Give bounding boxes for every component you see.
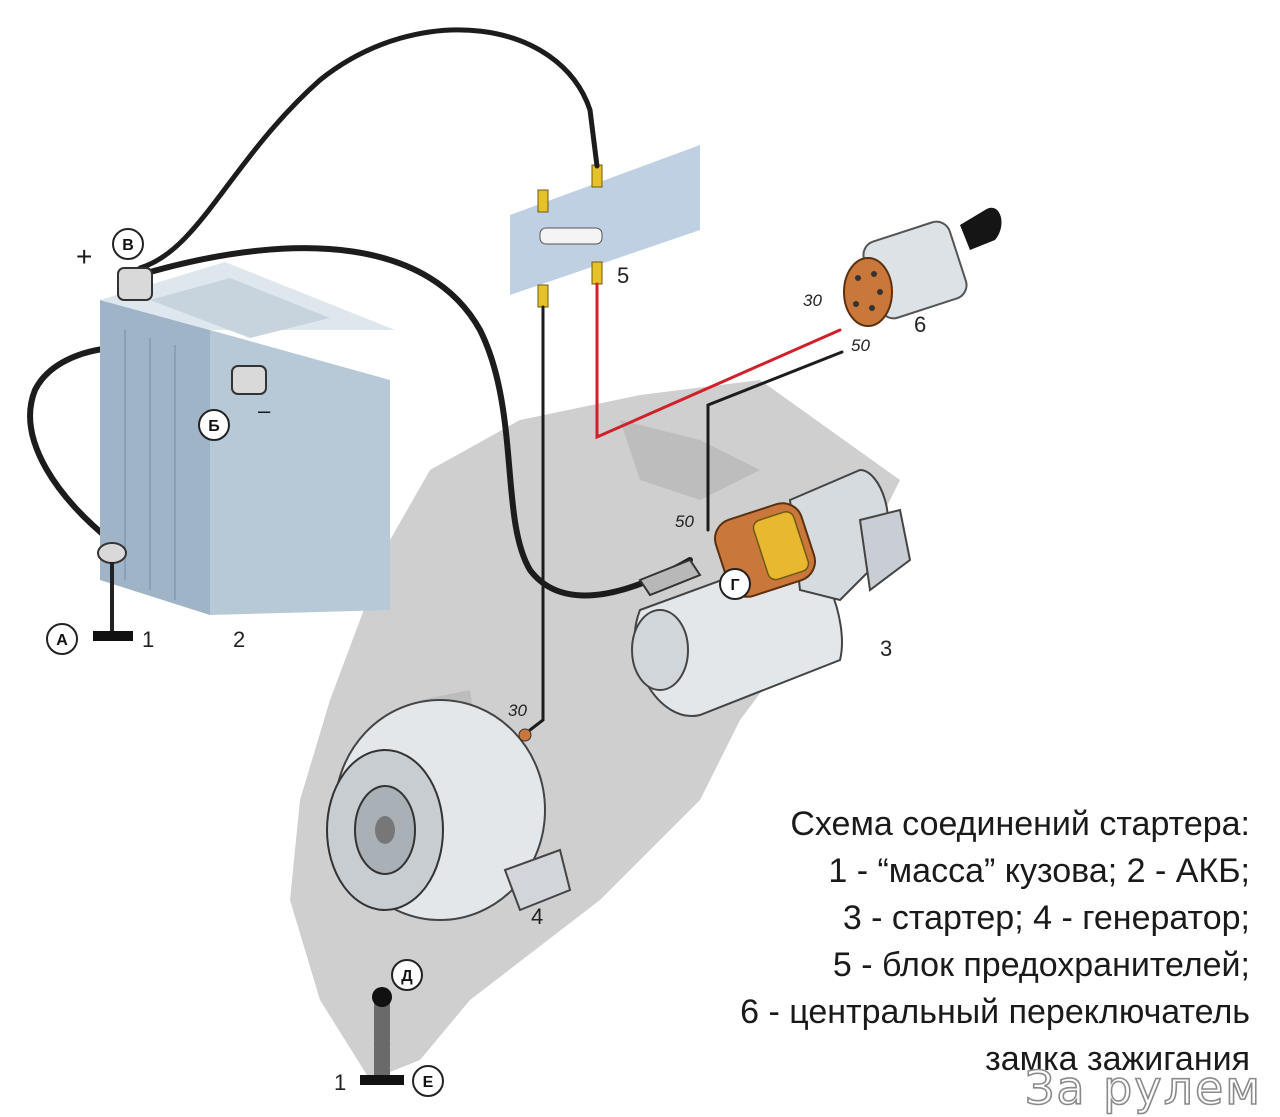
fuse-block	[510, 145, 700, 308]
wire-fuse-to-ignition	[595, 282, 842, 440]
point-letter-d: Д	[401, 968, 413, 985]
wire-battery-to-fuse	[137, 27, 600, 271]
ignition-switch	[843, 207, 1002, 327]
legend: Схема соединений стартера: 1 - “масса” к…	[740, 805, 1250, 1078]
point-marker	[412, 1065, 444, 1097]
wire-fuse-to-generator	[528, 305, 545, 732]
battery-minus-sign: –	[258, 398, 271, 423]
positive-terminal	[117, 267, 153, 301]
label-ignition-switch: 6	[914, 312, 926, 337]
generator	[326, 699, 572, 921]
label-generator: 4	[531, 904, 543, 929]
point-letter-g: Г	[730, 577, 739, 594]
point-marker	[391, 959, 423, 991]
label-ground-top: 1	[142, 627, 154, 652]
ignition-terminal-50: 50	[851, 336, 870, 355]
legend-line: 6 - центральный переключатель	[740, 993, 1250, 1031]
connector-pin	[877, 289, 883, 295]
ground-a	[93, 542, 133, 641]
ground-plate	[93, 631, 133, 641]
wire-ignition-to-starter	[706, 350, 844, 532]
starter-end-cap	[631, 609, 689, 691]
ignition-key-icon	[960, 207, 1002, 250]
label-starter: 3	[880, 636, 892, 661]
point-marker	[719, 568, 751, 600]
fuse-contact	[537, 189, 549, 213]
starter-cable-lug	[638, 558, 702, 597]
ignition-terminal-30: 30	[803, 291, 822, 310]
label-ground-bottom: 1	[334, 1070, 346, 1095]
point-marker	[112, 228, 144, 260]
fuse-contact	[591, 261, 603, 285]
wires	[27, 27, 844, 1083]
legend-line: замка зажигания	[985, 1040, 1250, 1078]
starter-terminal-50: 50	[675, 512, 694, 531]
point-marker	[46, 623, 78, 655]
connector-pin	[855, 275, 861, 281]
connector-pin	[853, 301, 859, 307]
generator-hub	[375, 816, 395, 844]
point-marker	[198, 409, 230, 441]
point-letter-v: В	[122, 237, 134, 254]
wire-battery-to-starter	[147, 245, 693, 599]
point-b: Б	[198, 409, 230, 441]
label-fuse-block: 5	[617, 263, 629, 288]
battery-front	[100, 300, 210, 615]
battery-plus-sign: +	[76, 241, 92, 272]
ground-lug	[97, 542, 127, 564]
legend-title: Схема соединений стартера:	[790, 805, 1250, 843]
label-battery: 2	[233, 627, 245, 652]
point-letter-a: А	[56, 632, 68, 649]
ground-plate	[360, 1075, 404, 1085]
fuse-element	[539, 227, 603, 245]
point-v: В	[112, 228, 144, 260]
point-d: Д	[391, 959, 423, 991]
battery: –	[100, 262, 395, 615]
point-g: Г	[719, 568, 751, 600]
generator-mount	[503, 848, 572, 912]
legend-line: 3 - стартер; 4 - генератор;	[843, 899, 1250, 937]
watermark: За рулем	[1025, 1061, 1262, 1115]
ground-d	[360, 987, 404, 1085]
point-e: Е	[412, 1065, 444, 1097]
negative-terminal	[231, 365, 267, 395]
generator-terminal-30: 30	[508, 701, 527, 720]
starter	[631, 468, 912, 718]
point-letter-b: Б	[208, 418, 220, 435]
point-a: А	[46, 623, 78, 655]
fuse-panel	[510, 145, 700, 295]
legend-line: 5 - блок предохранителей;	[833, 946, 1250, 984]
fuse-contact	[537, 284, 549, 308]
connector-pin	[871, 271, 877, 277]
solenoid-winding	[752, 511, 810, 581]
point-letter-e: Е	[423, 1074, 434, 1091]
legend-line: 1 - “масса” кузова; 2 - АКБ;	[828, 852, 1250, 890]
ignition-connector	[843, 257, 893, 327]
starter-nose	[858, 508, 912, 592]
generator-terminal	[518, 728, 532, 742]
connector-pin	[869, 305, 875, 311]
ground-bolt	[372, 987, 392, 1007]
battery-side	[210, 330, 390, 615]
battery-top-plate	[150, 278, 330, 338]
